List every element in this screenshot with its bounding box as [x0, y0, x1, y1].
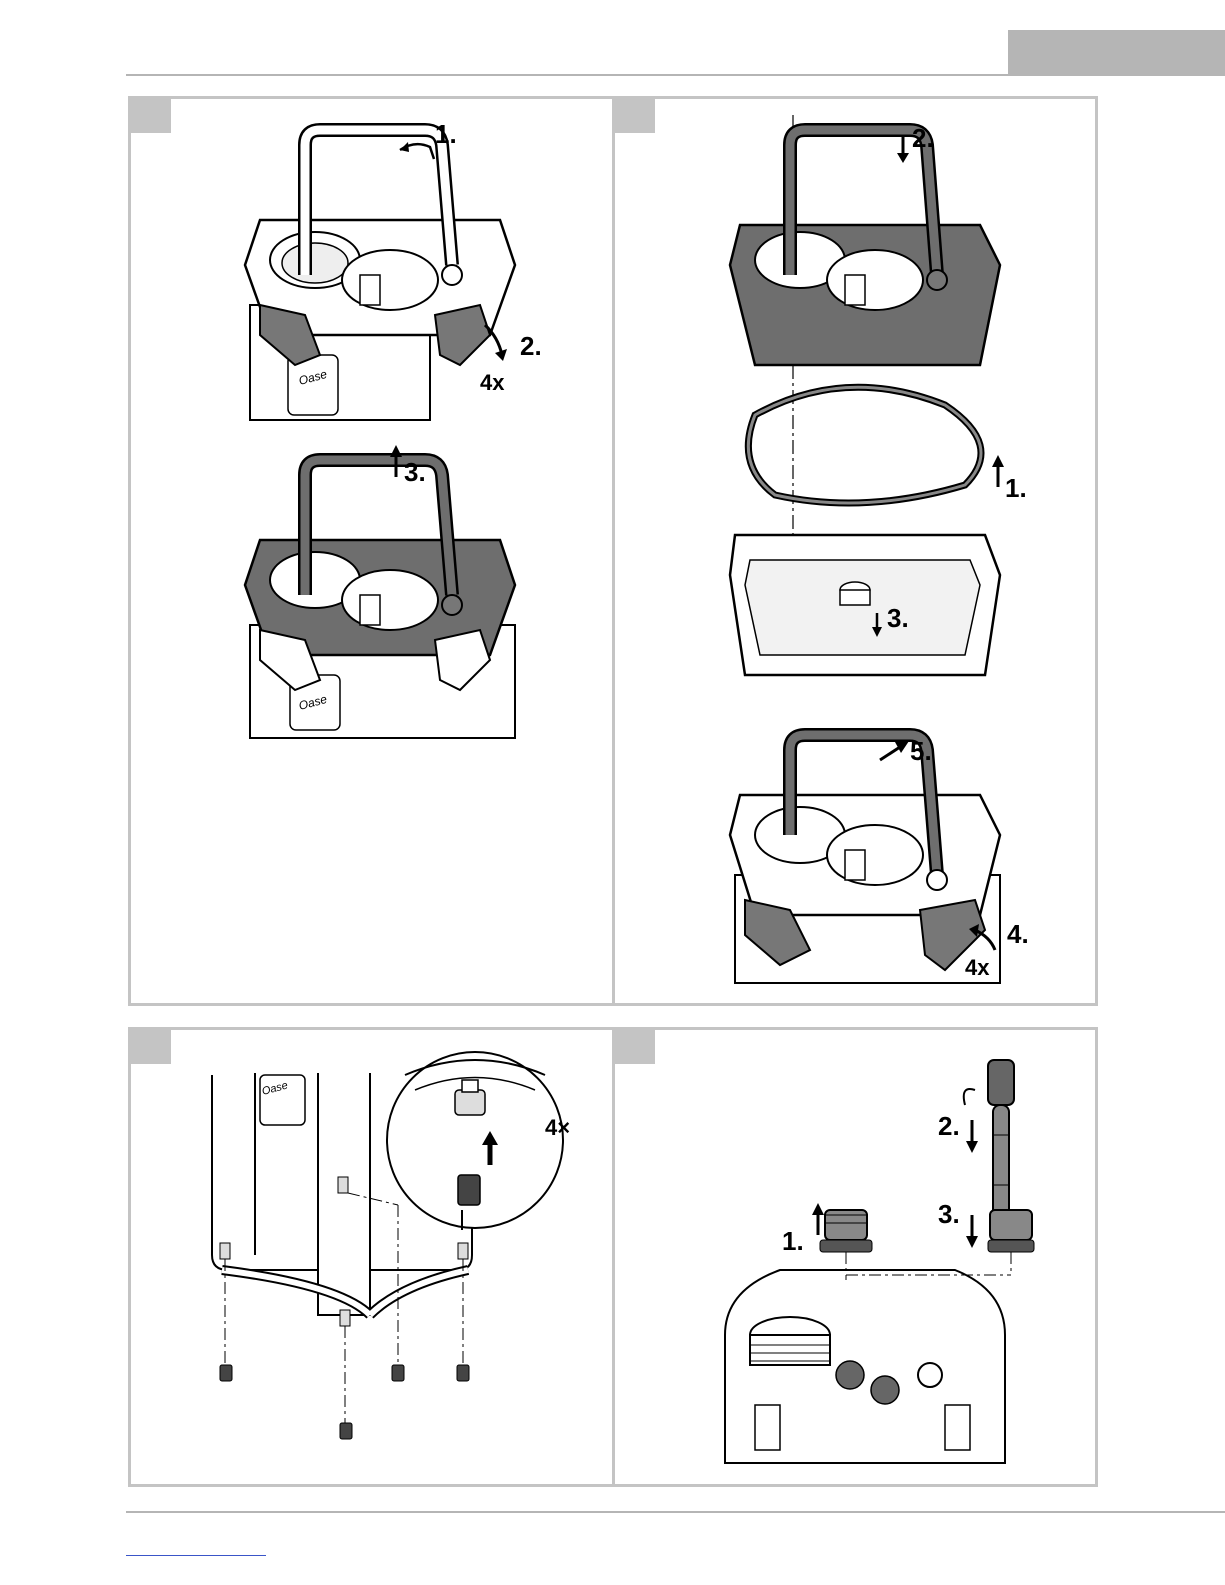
- step-2-label: 2.: [938, 1111, 960, 1141]
- detail-foot: [458, 1175, 480, 1205]
- filter-lift-lid-figure: Oase 3.: [230, 445, 560, 740]
- canister-front-rib: [318, 1073, 370, 1315]
- footer-rule: [126, 1511, 1225, 1513]
- step-4-label: 4.: [1007, 919, 1029, 949]
- foot-socket: [458, 1243, 468, 1259]
- panel-divider-bottom: [612, 1027, 615, 1487]
- lid-seal-exploded-figure: 2. 1. 3.: [715, 115, 1055, 710]
- uvc-head: [988, 1060, 1014, 1105]
- uvc-insertion-figure: 1. 2. 3.: [720, 1045, 1060, 1465]
- panel-a-number-box: [131, 99, 171, 133]
- step-3-label: 3.: [887, 603, 909, 633]
- step-3-label: 3.: [404, 457, 426, 487]
- filter-close-clips-figure: 5. 4. 4x: [715, 725, 1055, 985]
- clip-open-arrow: [485, 325, 502, 355]
- lid-connector: [360, 275, 380, 305]
- foot-socket: [340, 1310, 350, 1326]
- step-1-label: 1.: [1005, 473, 1027, 503]
- lid-right-opening: [342, 570, 438, 630]
- hose-connector: [836, 1361, 864, 1389]
- header-rule: [126, 74, 1225, 76]
- handle-flip-arrow: [880, 747, 900, 760]
- detail-socket: [455, 1090, 485, 1115]
- foot-socket: [338, 1177, 348, 1193]
- step-2-label: 2.: [912, 123, 934, 153]
- rubber-foot: [220, 1365, 232, 1381]
- rubber-foot: [457, 1365, 469, 1381]
- handle-hinge: [442, 265, 462, 285]
- step-1-label: 1.: [435, 119, 457, 149]
- handle-hinge: [442, 595, 462, 615]
- feet-mounting-figure: Oase 4×: [200, 1045, 585, 1455]
- rubber-foot: [340, 1423, 352, 1439]
- clip-count-label: 4x: [965, 955, 990, 980]
- hose-connector: [871, 1376, 899, 1404]
- step-1-label: 1.: [782, 1226, 804, 1256]
- step-5-label: 5.: [910, 736, 932, 766]
- filter-open-clips-figure: Oase 1. 2. 4x: [230, 115, 560, 425]
- clip-count-label: 4x: [480, 370, 505, 395]
- header-tab: [1008, 30, 1225, 75]
- panel-divider-top: [612, 96, 615, 1006]
- uvc-nut: [990, 1210, 1032, 1240]
- step-2-label: 2.: [520, 331, 542, 361]
- feet-count-label: 4×: [545, 1115, 570, 1140]
- lid-right-opening: [342, 250, 438, 310]
- panel-b-number-box: [615, 99, 655, 133]
- panel-c-number-box: [131, 1030, 171, 1064]
- rubber-foot: [392, 1365, 404, 1381]
- uvc-cable: [964, 1089, 975, 1105]
- foot-socket: [220, 1243, 230, 1259]
- step-3-label: 3.: [938, 1199, 960, 1229]
- panel-d-number-box: [615, 1030, 655, 1064]
- footer-link-underline[interactable]: [126, 1555, 266, 1556]
- right-clip: [435, 305, 490, 365]
